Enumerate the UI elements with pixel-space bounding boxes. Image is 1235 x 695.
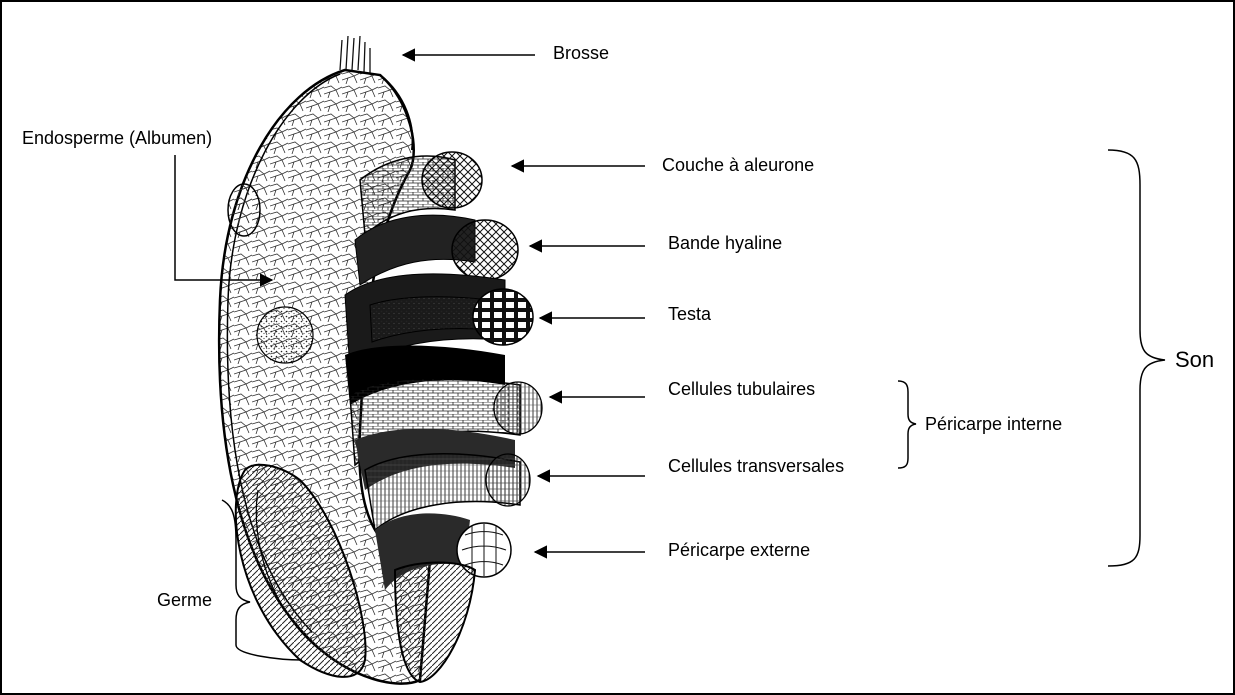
label-cellules-transversales: Cellules transversales xyxy=(668,456,844,476)
son-brace xyxy=(1108,150,1165,566)
cell-cluster xyxy=(228,184,260,236)
label-pericarpe-externe: Péricarpe externe xyxy=(668,540,810,560)
label-pericarpe-interne: Péricarpe interne xyxy=(925,414,1062,434)
label-son: Son xyxy=(1175,348,1214,372)
pericarpe-interne-brace xyxy=(898,381,916,468)
label-endosperme: Endosperme (Albumen) xyxy=(22,128,212,148)
label-bande-hyaline: Bande hyaline xyxy=(668,233,782,253)
label-couche-aleurone: Couche à aleurone xyxy=(662,155,814,175)
brush-hairs xyxy=(340,36,370,74)
grain-illustration xyxy=(219,36,542,684)
label-brosse: Brosse xyxy=(553,43,609,63)
label-cellules-tubulaires: Cellules tubulaires xyxy=(668,379,815,399)
label-germe: Germe xyxy=(157,590,212,610)
starch-granule xyxy=(257,307,313,363)
label-testa: Testa xyxy=(668,304,711,324)
